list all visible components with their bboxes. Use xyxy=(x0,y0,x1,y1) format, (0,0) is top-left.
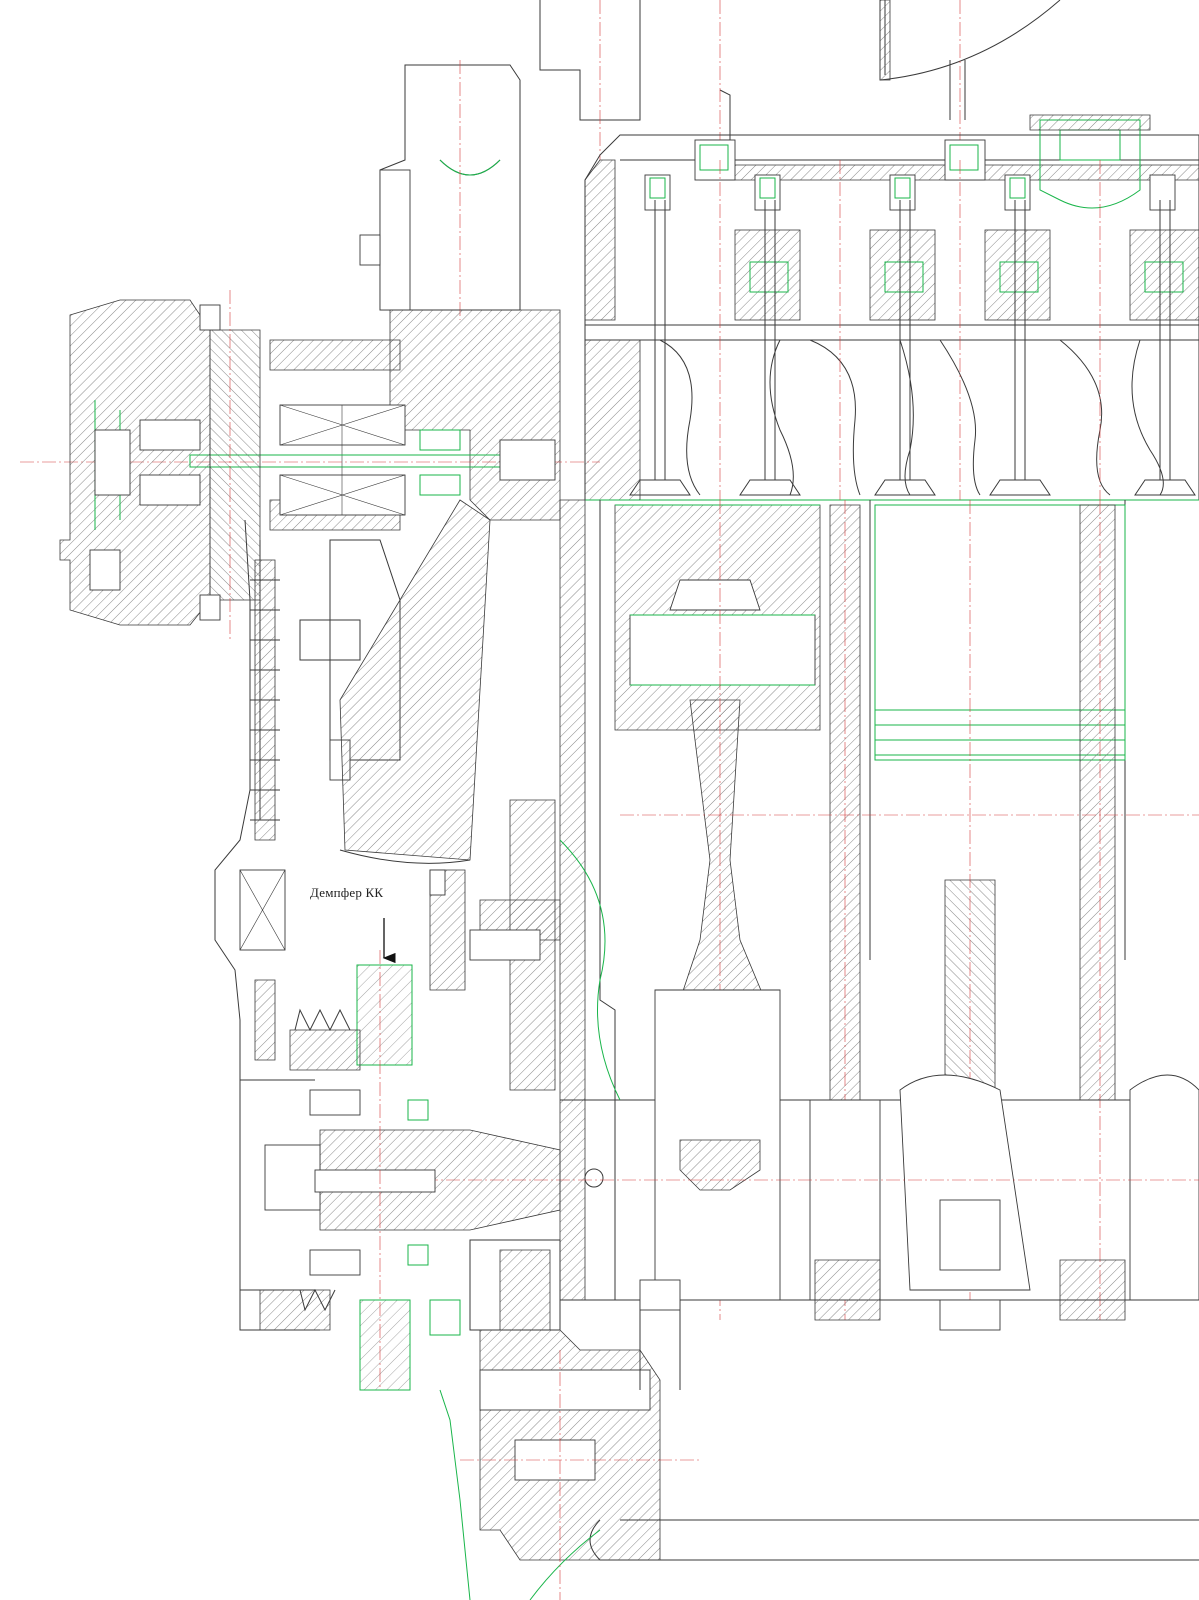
cylinder-head xyxy=(584,114,1199,501)
timing-chain xyxy=(250,559,280,1061)
valve-springs xyxy=(734,229,1199,321)
front-cover-lower xyxy=(429,799,621,1336)
pump-housing xyxy=(20,60,600,640)
valve-caps xyxy=(644,139,1176,211)
damper-label: Демпфер КК xyxy=(310,885,384,900)
oil-pump xyxy=(439,1279,1199,1600)
timing-cover xyxy=(214,499,491,1331)
upper-housing xyxy=(539,0,1061,160)
ports xyxy=(659,339,1164,496)
valve-stems xyxy=(629,200,1196,496)
crankshaft xyxy=(380,989,1199,1331)
crank-damper xyxy=(240,950,561,1391)
